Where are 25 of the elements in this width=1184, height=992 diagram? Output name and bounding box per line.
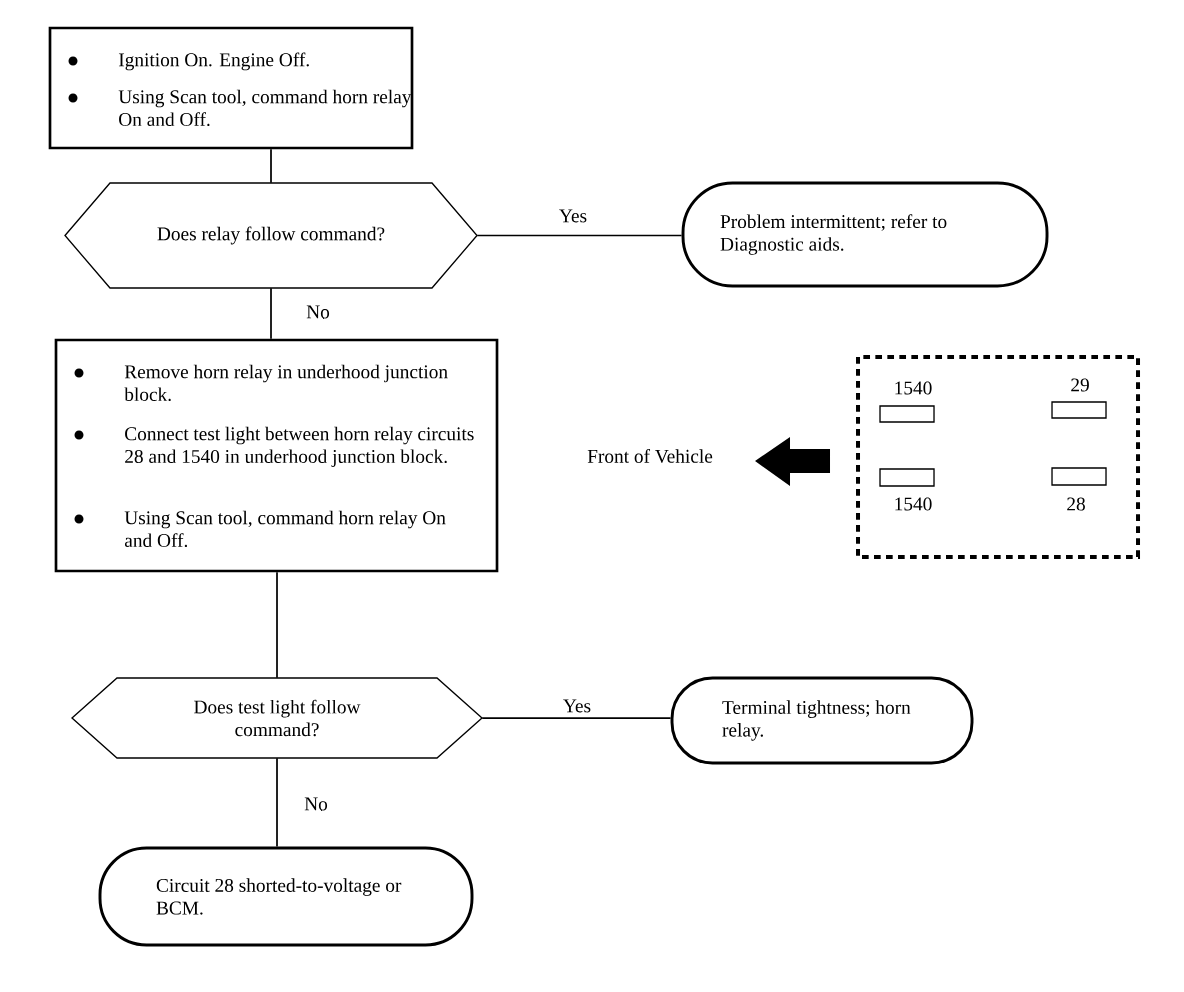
terminal-label: 1540 [895, 381, 932, 395]
connector-line [276, 757, 278, 848]
edge-label: Yes [557, 208, 589, 224]
terminal-label: 29 [1071, 378, 1089, 392]
connector-line [270, 148, 272, 184]
terminal-box: Problem intermittent; refer to Diagnostic aids. [681, 181, 1049, 288]
connector-line [270, 287, 272, 340]
terminal-label: 1540 [895, 497, 932, 511]
terminal-box: Terminal tightness; horn relay. [670, 676, 974, 765]
process-box [48, 26, 414, 150]
process-box [54, 338, 499, 573]
connector-line [276, 571, 278, 679]
edge-label: No [304, 304, 332, 320]
connector-line [481, 717, 672, 719]
bullet-text: Using Scan tool, command horn relay On and Off. [124, 510, 446, 548]
bullet-text: Remove horn relay in underhood junction block. [124, 364, 448, 402]
bullet-text: Ignition On. Engine Off. [118, 52, 309, 71]
edge-label: Yes [561, 698, 593, 714]
edge-label: No [302, 796, 330, 812]
terminal-label: 28 [1067, 497, 1085, 511]
bullet-text: Using Scan tool, command horn relay On and Off. [118, 89, 412, 127]
bullet-text: Connect test light between horn relay circuits 28 and 1540 in underhood junction block. [125, 426, 474, 467]
connector-line [476, 234, 683, 237]
direction-label: Front of Vehicle [587, 449, 713, 463]
terminal-box: Circuit 28 shorted-to-voltage or BCM. [98, 846, 474, 947]
